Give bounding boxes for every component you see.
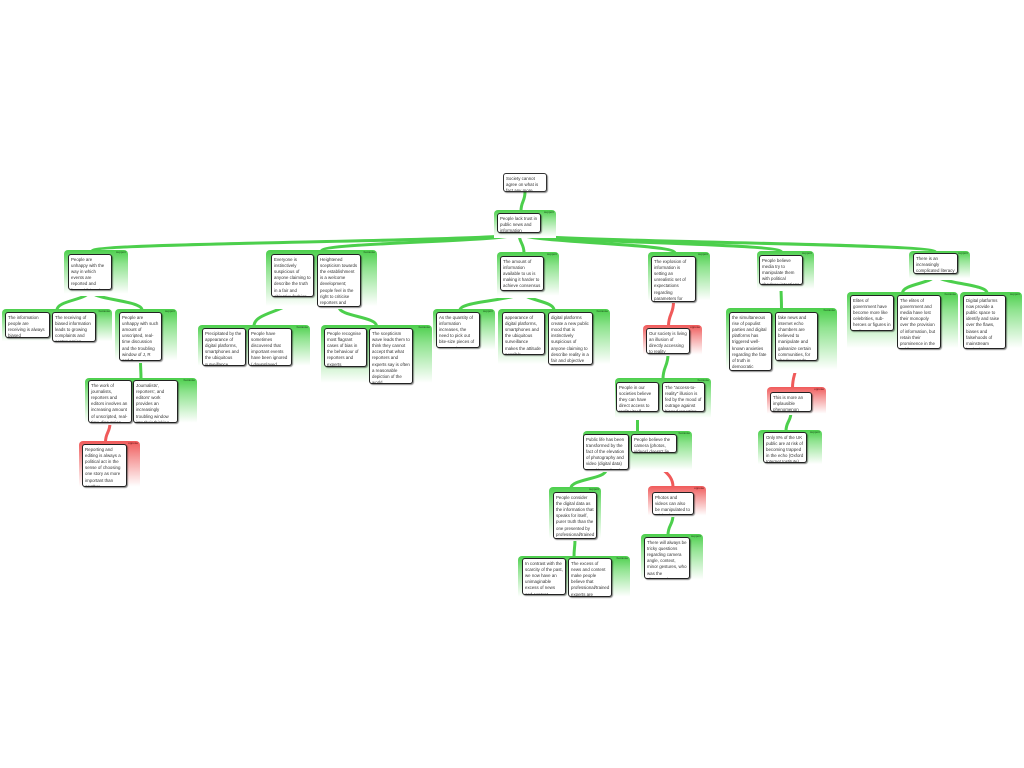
support-label: support <box>690 534 701 538</box>
root-claim-node[interactable]: Society cannot agree on what is fact any… <box>503 173 547 192</box>
claim-node[interactable]: The excess of news and content make peop… <box>568 558 612 597</box>
because-label: because <box>363 250 375 254</box>
support-label: support <box>801 251 812 255</box>
claim-node[interactable]: The information people are receiving is … <box>5 312 50 338</box>
claim-node[interactable]: The scepticism wave leads them to think … <box>369 328 413 384</box>
because-label: because <box>296 325 308 329</box>
claim-node[interactable]: Digital platforms now provide a public s… <box>963 295 1006 349</box>
support-label: support <box>482 309 493 313</box>
support-label: support <box>809 430 820 434</box>
claim-node[interactable]: In contrast with the scarcity of the pas… <box>522 558 566 595</box>
objection-node[interactable]: Reporting and editing is always a politi… <box>82 444 127 487</box>
claim-node[interactable]: the simultaneous rise of populist partie… <box>729 312 772 371</box>
claim-node[interactable]: People are unhappy with the way in which… <box>68 254 112 290</box>
because-label: because <box>823 308 835 312</box>
because-label: because <box>616 556 628 560</box>
support-label: support <box>1009 292 1020 296</box>
support-label: support <box>957 251 968 255</box>
objection-node[interactable]: Our society is living an illusion of dir… <box>646 328 690 354</box>
claim-node[interactable]: fake news and internet echo chambers are… <box>775 312 818 361</box>
claim-node[interactable]: Heightened scepticism towards the establ… <box>317 254 361 307</box>
claim-node[interactable]: There will always be tricky questions re… <box>644 537 690 579</box>
claim-node[interactable]: People have sometimes discovered that im… <box>248 328 292 366</box>
claim-node[interactable]: The "access-to-reality" illusion is fed … <box>662 382 705 412</box>
support-connector <box>519 190 527 213</box>
claim-node[interactable]: People consider the digital data as the … <box>553 492 597 539</box>
because-label: because <box>697 378 709 382</box>
claim-node[interactable]: Elites of government have become more li… <box>850 295 894 331</box>
claim-node[interactable]: There is an increasingly complicated lit… <box>913 253 958 274</box>
claim-node[interactable]: People recognise most flagrant cases of … <box>324 328 367 367</box>
support-connector <box>337 305 378 328</box>
oppose-connector <box>104 421 112 444</box>
support-connector <box>139 359 143 381</box>
objection-node[interactable]: This is more an implausible phenomenon <box>770 392 812 412</box>
because-label: because <box>98 309 110 313</box>
support-label: support <box>543 210 554 214</box>
support-connector <box>666 513 675 537</box>
claim-node[interactable]: The explosion of information is setting … <box>651 256 696 302</box>
because-label: because <box>944 292 956 296</box>
support-connector <box>569 468 608 490</box>
claim-node[interactable]: Only 8% of the UK public are at risk of … <box>763 432 807 463</box>
support-label: support <box>164 309 175 313</box>
claim-node[interactable]: As the quantity of information increases… <box>436 312 480 348</box>
claim-node[interactable]: The amount of information available to u… <box>500 256 544 291</box>
claim-node[interactable]: Journalists', reporters', and editors' w… <box>133 380 178 423</box>
oppose-label: oppose <box>128 441 138 445</box>
claim-node[interactable]: appearance of digital platforms, smartph… <box>502 312 545 355</box>
oppose-connector <box>667 300 675 328</box>
claim-node[interactable]: The work of journalists, reporters and e… <box>88 380 132 423</box>
claim-node[interactable]: Everyone is instinctively suspicious of … <box>271 254 314 297</box>
claim-node[interactable]: People believe the camera (photos, video… <box>631 434 677 453</box>
support-connector <box>572 537 577 559</box>
claim-node[interactable]: People believe media try to manipulate t… <box>759 255 803 285</box>
claim-node[interactable]: People are unhappy with such amount of u… <box>119 312 162 361</box>
because-label: because <box>678 431 690 435</box>
claim-node[interactable]: The elites of government and media have … <box>897 295 941 349</box>
claim-node[interactable]: Public life has been transformed by the … <box>583 434 629 470</box>
support-connector <box>90 231 521 253</box>
support-label: support <box>697 252 708 256</box>
support-label: support <box>115 250 126 254</box>
claim-node[interactable]: People lack trust in public news and inf… <box>497 213 541 233</box>
support-label: support <box>588 487 599 491</box>
claim-node[interactable]: People in our societies believe they can… <box>616 382 659 412</box>
oppose-label: oppose <box>690 325 700 329</box>
claim-node[interactable]: digital platforms create a new public mo… <box>548 312 593 365</box>
oppose-label: oppose <box>814 387 824 391</box>
claim-node[interactable]: Precipitated by the appearance of digita… <box>202 328 246 366</box>
objection-node[interactable]: Photos and videos can also be manipulate… <box>652 492 694 515</box>
because-label: because <box>418 325 430 329</box>
support-label: support <box>546 252 557 256</box>
claim-node[interactable]: The receiving of biased information lead… <box>52 312 96 342</box>
support-connector <box>661 352 670 381</box>
because-label: because <box>596 309 608 313</box>
because-label: because <box>183 378 195 382</box>
oppose-label: oppose <box>694 486 704 490</box>
